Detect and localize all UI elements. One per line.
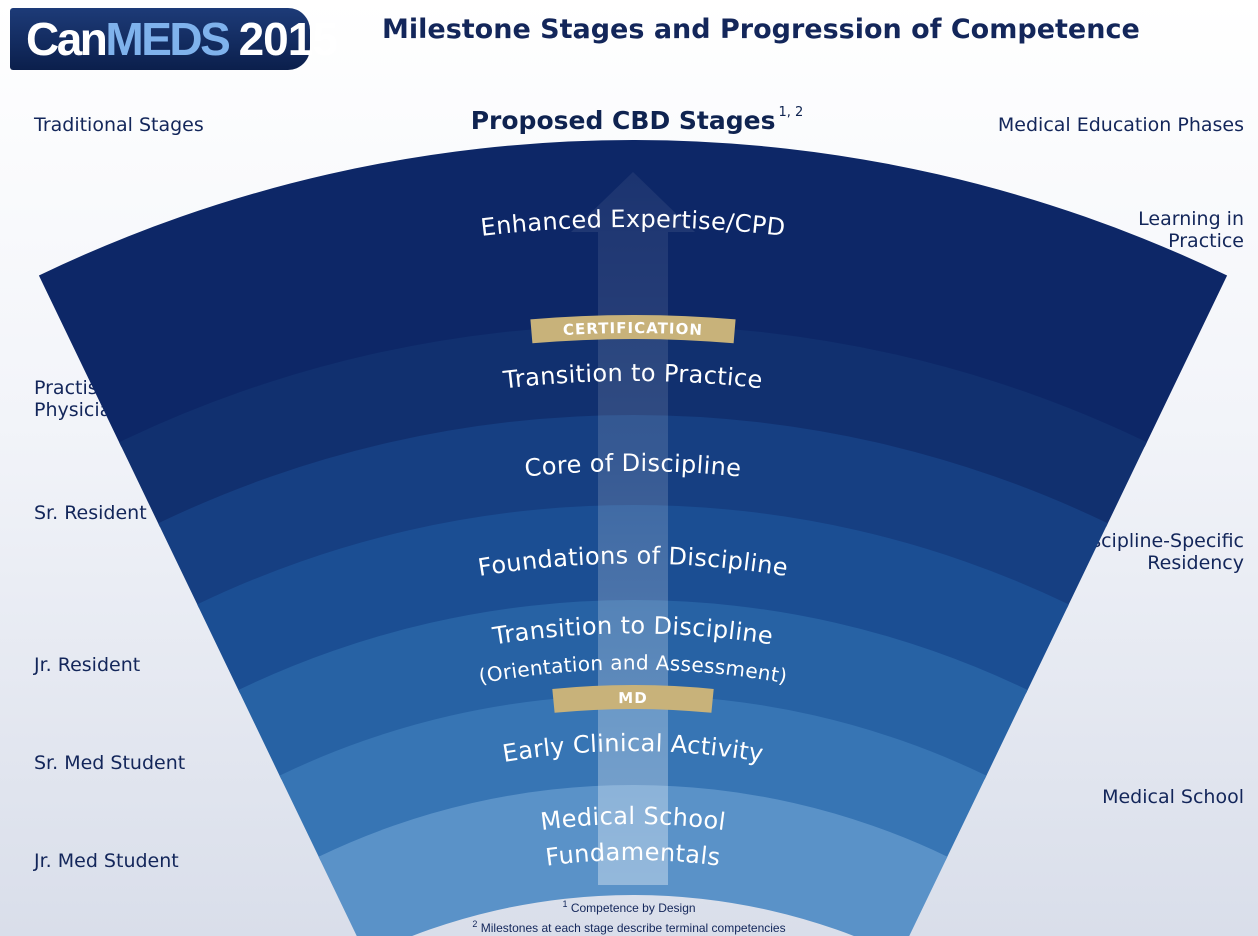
page-title: Milestone Stages and Progression of Comp… <box>382 14 1140 45</box>
phase-medical-school: Medical School <box>1102 786 1244 808</box>
md-badge-label: MD <box>618 689 648 707</box>
stage-band-transition-to-practice <box>119 325 1147 527</box>
certification-badge-label: CERTIFICATION <box>563 319 704 339</box>
stage-jr-med-student: Jr. Med Student <box>34 850 179 872</box>
footnote-1: 1 Competence by Design <box>562 899 696 915</box>
phase-discipline-specific-residency: Discipline-Specific Residency <box>1071 530 1244 574</box>
stage-sr-resident: Sr. Resident <box>34 502 147 524</box>
stage-band-core-of-discipline <box>158 415 1108 608</box>
footnote-2: 2 Milestones at each stage describe term… <box>472 919 786 935</box>
phase-learning-in-practice: Learning in Practice <box>1138 208 1244 252</box>
footnote-ref: 1, 2 <box>778 105 804 120</box>
md-badge <box>552 685 714 713</box>
stage-sr-med-student: Sr. Med Student <box>34 752 186 774</box>
traditional-stages-heading: Traditional Stages <box>34 114 204 136</box>
education-phases-heading: Medical Education Phases <box>997 114 1244 136</box>
footnotes: 1 Competence by Design 2 Milestones at e… <box>0 896 1258 936</box>
certification-badge <box>530 314 736 344</box>
canmeds-logo: CanMEDS 2015 <box>10 8 338 70</box>
stage-jr-resident: Jr. Resident <box>34 654 141 676</box>
